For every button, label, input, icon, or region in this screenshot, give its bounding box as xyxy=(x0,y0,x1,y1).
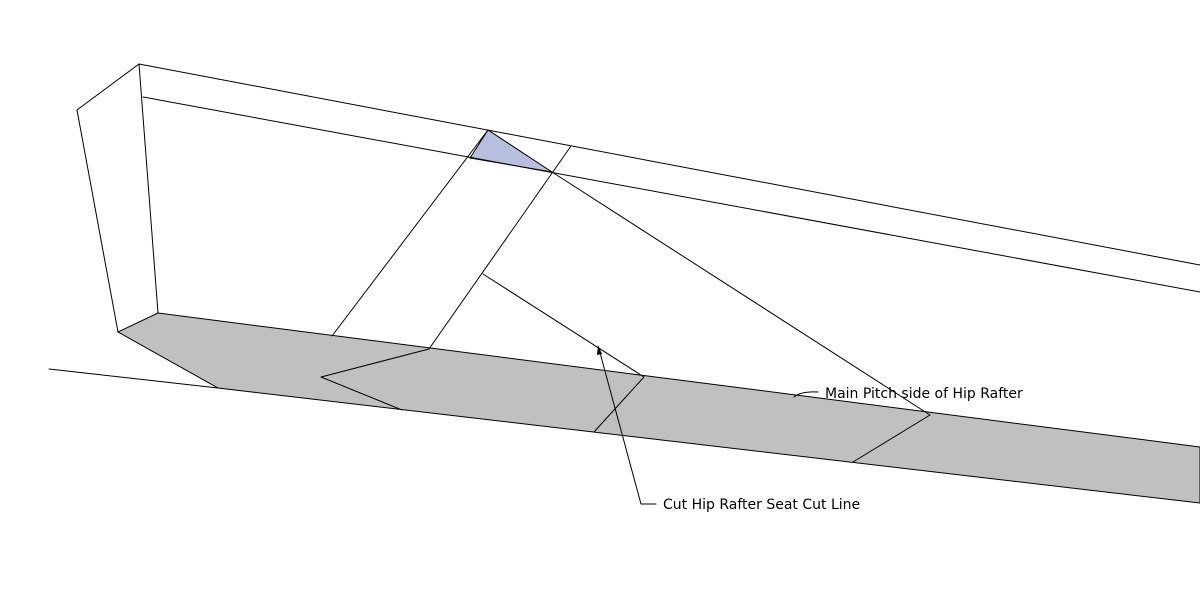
main-pitch-leader xyxy=(793,391,819,398)
seat-cut-leader xyxy=(598,348,657,505)
bottom-seat-line xyxy=(593,376,645,433)
top-face-triangle xyxy=(469,129,553,173)
cut-line-left xyxy=(331,129,489,337)
bottom-notch xyxy=(320,348,430,411)
seat-cut-arrowhead xyxy=(597,345,602,355)
rafter-bottom-face xyxy=(116,312,1200,504)
diagonal-cut-line xyxy=(551,171,931,416)
cut-line-right xyxy=(428,145,572,350)
ground-line xyxy=(48,368,219,389)
bottom-pitch-line xyxy=(852,414,931,463)
seat-cut-line xyxy=(482,273,645,378)
main-pitch-side-label: Main Pitch side of Hip Rafter xyxy=(825,386,1023,402)
top-edge-inner xyxy=(142,96,1200,293)
end-face-outline xyxy=(76,63,159,333)
top-edge-outer xyxy=(138,63,1200,266)
seat-cut-line-label: Cut Hip Rafter Seat Cut Line xyxy=(663,497,860,513)
